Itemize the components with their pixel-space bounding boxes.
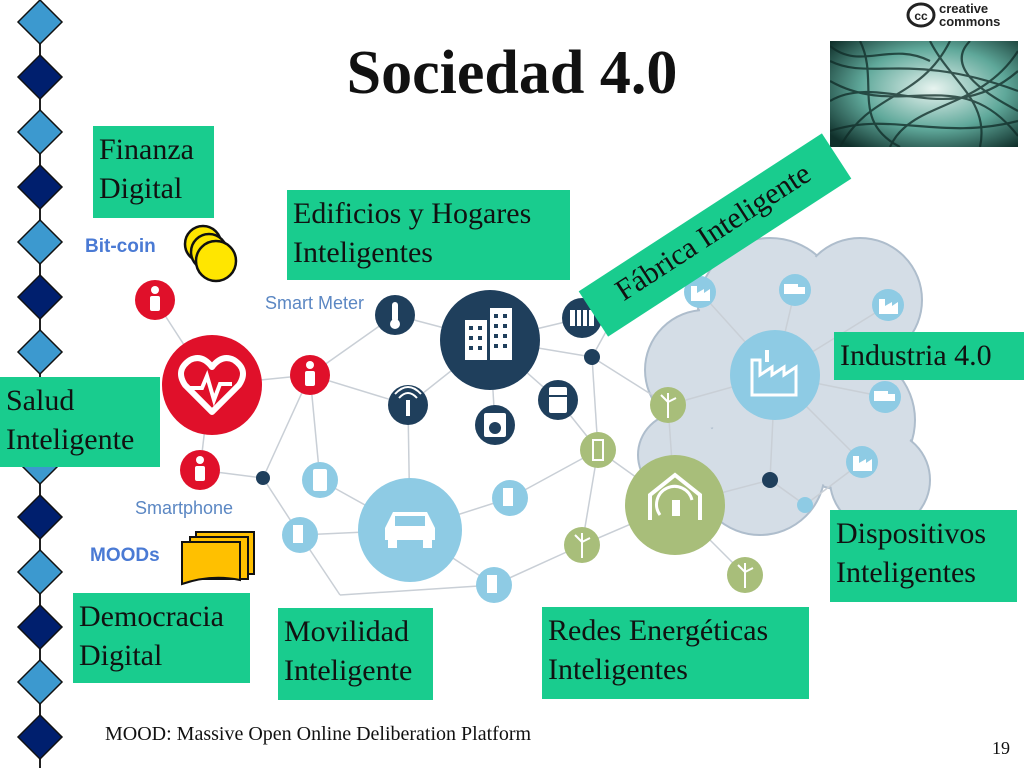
box-line: Inteligentes [548, 653, 688, 686]
diamond-ornament [16, 0, 64, 46]
battery-icon [580, 432, 616, 468]
diamond-ornament [16, 603, 64, 651]
coin-stack-icon [183, 224, 238, 283]
box-line: Redes Energéticas [548, 614, 769, 647]
factory-icon [872, 289, 904, 321]
washing-machine-icon [475, 405, 515, 445]
diamond-ornament [16, 218, 64, 266]
smart-meter-label: Smart Meter [265, 293, 365, 313]
box-line: Inteligente [6, 423, 135, 456]
factory-hub [730, 330, 820, 420]
box-line: Salud [6, 384, 75, 417]
charging-station-icon [492, 480, 528, 516]
salud-inteligente-box: Salud Inteligente [0, 377, 160, 467]
diamond-ornament [16, 658, 64, 706]
creative-commons-logo: cc creative commons [905, 1, 1020, 29]
diamond-ornament [16, 493, 64, 541]
cc-mark: cc [914, 9, 928, 23]
box-line: Inteligente [284, 654, 413, 687]
box-line: Inteligentes [836, 556, 976, 589]
page-title: Sociedad 4.0 [346, 39, 678, 107]
wind-turbine-icon [564, 527, 600, 563]
energy-hub [625, 455, 725, 555]
box-line: Finanza [99, 133, 194, 166]
person-icon [135, 280, 175, 320]
factory-icon [846, 446, 878, 478]
diamond-ornament [16, 108, 64, 156]
box-line: Digital [99, 172, 183, 205]
wind-turbine-icon [650, 387, 686, 423]
box-line: Industria 4.0 [840, 339, 992, 372]
smartphone-label: Smartphone [135, 498, 234, 518]
wind-turbine-icon [727, 557, 763, 593]
thermometer-icon [375, 295, 415, 335]
footnote: MOOD: Massive Open Online Deliberation P… [105, 723, 532, 745]
bitcoin-label: Bit-coin [85, 236, 156, 257]
finanza-digital-box: Finanza Digital [93, 126, 214, 218]
building-hub [440, 290, 540, 390]
truck-icon [869, 381, 901, 413]
documents-icon [181, 531, 255, 586]
factory-icon [684, 276, 716, 308]
wireless-icon [388, 385, 428, 425]
health-hub [162, 335, 262, 435]
car-hub [358, 478, 462, 582]
logo-text-top: creative [939, 2, 988, 16]
redes-energeticas-box: Redes Energéticas Inteligentes [542, 607, 809, 699]
network-node [797, 497, 813, 513]
diamond-ornament [16, 273, 64, 321]
smartphone-icon [302, 462, 338, 498]
person-icon [180, 450, 220, 490]
diamond-ornament [16, 328, 64, 376]
industria-box: Industria 4.0 [834, 332, 1024, 380]
democracia-digital-box: Democracia Digital [73, 593, 250, 683]
truck-icon [779, 274, 811, 306]
logo-text-bottom: commons [939, 14, 1000, 28]
network-node [256, 471, 270, 485]
edificios-hogares-box: Edificios y Hogares Inteligentes [287, 190, 570, 280]
network-fiber-image [830, 41, 1018, 147]
box-line: Dispositivos [836, 517, 987, 550]
network-node [584, 349, 600, 365]
moods-label: MOODs [90, 545, 160, 566]
dispositivos-box: Dispositivos Inteligentes [830, 510, 1017, 602]
fridge-icon [538, 380, 578, 420]
box-line: Digital [79, 639, 163, 672]
diamond-ornament [16, 53, 64, 101]
box-line: Movilidad [284, 615, 409, 648]
diamond-ornament [16, 713, 64, 761]
box-line: Edificios y Hogares [293, 197, 532, 230]
box-line: Democracia [79, 600, 224, 633]
movilidad-box: Movilidad Inteligente [278, 608, 433, 700]
charging-station-icon [476, 567, 512, 603]
diamond-ornament [16, 548, 64, 596]
diamond-ornament [16, 163, 64, 211]
page-number: 19 [992, 738, 1010, 758]
network-node [762, 472, 778, 488]
person-icon [290, 355, 330, 395]
charging-station-icon [282, 517, 318, 553]
box-line: Inteligentes [293, 236, 433, 269]
